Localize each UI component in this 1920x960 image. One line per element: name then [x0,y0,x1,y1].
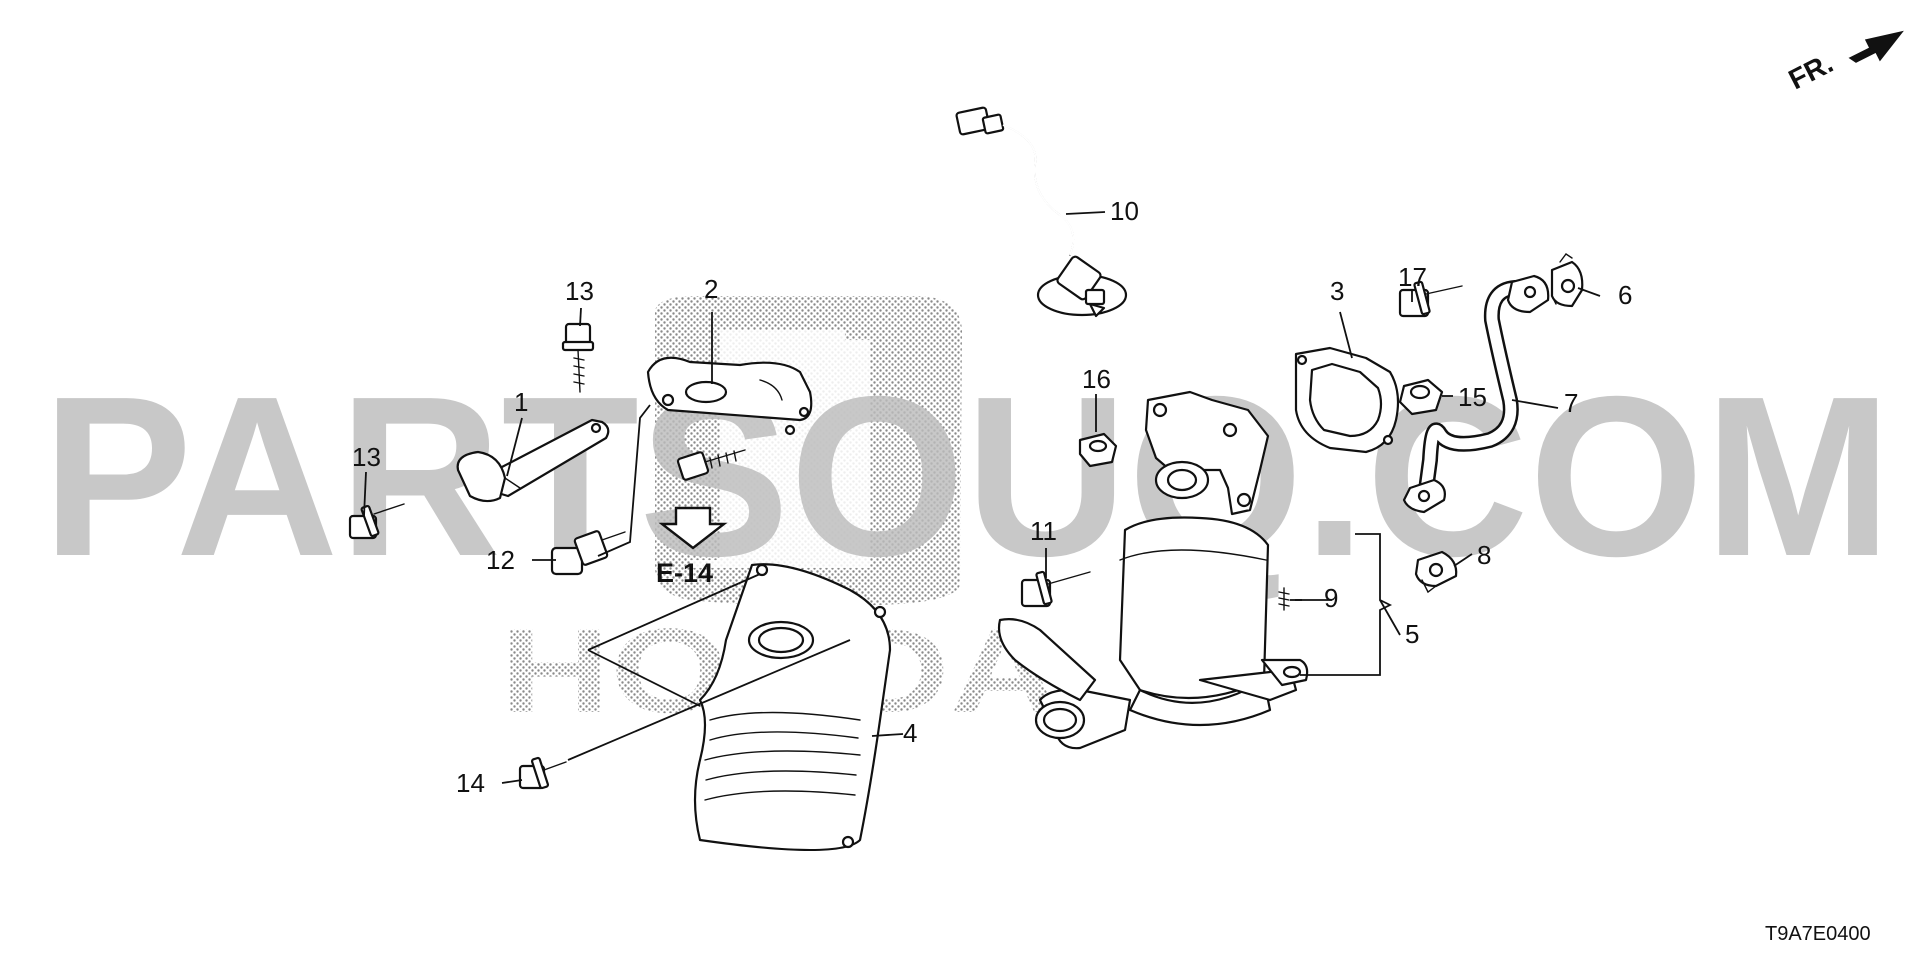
front-arrow-icon [1848,30,1904,63]
catalytic-converter [997,390,1309,750]
reference-e14: E-14 [656,506,728,588]
callout-12: 12 [486,545,515,575]
callout-4: 4 [903,718,917,748]
gasket-3 [1294,346,1400,454]
lower-heat-shield [693,563,892,852]
gasket-6 [1550,253,1584,308]
callout-15: 15 [1458,382,1487,412]
upper-heat-shield [646,356,813,436]
callout-2: 2 [704,274,718,304]
oxygen-sensor [955,106,1128,318]
watermark: HONDA PARTSOUQ.COM [42,295,1892,738]
nut-15 [1398,378,1444,416]
stud-9 [1278,587,1290,611]
callout-1: 1 [514,387,528,417]
callout-8: 8 [1477,540,1491,570]
callout-13-lower: 13 [352,442,381,472]
leader-lines [363,211,1601,784]
callout-6: 6 [1618,280,1632,310]
egr-pipe [1402,274,1550,514]
nut-16 [1078,432,1118,468]
diagram-code: T9A7E0400 [1765,923,1871,945]
front-direction-indicator: FR. [1784,30,1904,95]
callout-13-upper: 13 [565,276,594,306]
bolt-13-upper [561,322,595,393]
bolt-17 [1398,280,1463,318]
callout-17: 17 [1398,262,1427,292]
callout-3: 3 [1330,276,1344,306]
bolt-11 [1020,570,1091,608]
watermark-text: PARTSOUQ.COM [42,350,1892,604]
callout-11: 11 [1030,516,1057,546]
reference-e14-label: E-14 [656,558,713,588]
front-direction-label: FR. [1784,47,1838,95]
callout-9: 9 [1324,583,1338,613]
gasket-8 [1414,550,1458,594]
callout-5: 5 [1405,619,1419,649]
callout-10: 10 [1110,196,1139,226]
callouts: 1 2 3 4 5 6 7 8 9 10 11 12 13 13 14 15 1… [352,196,1632,798]
callout-16: 16 [1082,364,1111,394]
bolt-14 [518,756,567,790]
stud-bolt-upper [676,449,746,481]
bracket [456,418,610,503]
callout-14: 14 [456,768,485,798]
callout-7: 7 [1564,388,1578,418]
